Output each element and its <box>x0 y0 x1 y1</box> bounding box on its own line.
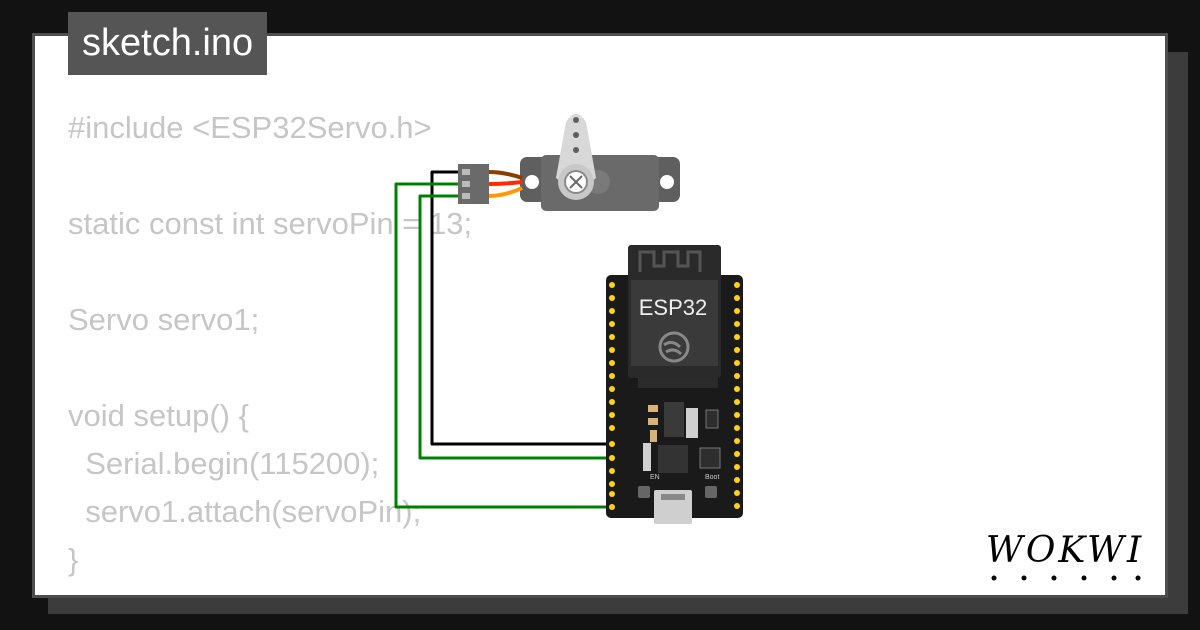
code-line: Servo servo1; <box>68 302 260 337</box>
servo-motor[interactable] <box>458 114 680 211</box>
esp32-board[interactable]: ESP32 EN <box>606 245 743 524</box>
espressif-logo-icon <box>658 331 690 363</box>
code-editor: #include <ESP32Servo.h> static const int … <box>68 104 472 584</box>
servo-mount-hole-left <box>525 175 539 189</box>
board-label: ESP32 <box>639 295 708 320</box>
code-line: void setup() { <box>68 398 249 433</box>
file-tab[interactable]: sketch.ino <box>68 12 268 75</box>
en-button-label: EN <box>650 474 660 481</box>
boot-button[interactable] <box>705 486 717 498</box>
code-line: static const int servoPin = 13; <box>68 206 473 241</box>
code-line: servo1.attach(servoPin); <box>68 494 422 529</box>
code-line: Serial.begin(115200); <box>68 446 380 481</box>
wire-vcc[interactable] <box>394 182 612 509</box>
wires <box>394 170 612 509</box>
wokwi-logo: WOKWI <box>986 530 1144 581</box>
project-card <box>32 33 1168 598</box>
servo-mount-hole-right <box>660 175 674 189</box>
svg-text:WOKWI: WOKWI <box>986 530 1144 571</box>
en-button[interactable] <box>638 486 650 498</box>
wire-gnd[interactable] <box>430 170 612 446</box>
code-line: #include <ESP32Servo.h> <box>68 110 432 145</box>
wire-signal[interactable] <box>418 194 612 460</box>
boot-button-label: Boot <box>705 474 719 481</box>
right-pin-header <box>734 282 740 509</box>
code-line: } <box>68 542 79 577</box>
left-pin-header <box>609 282 615 510</box>
